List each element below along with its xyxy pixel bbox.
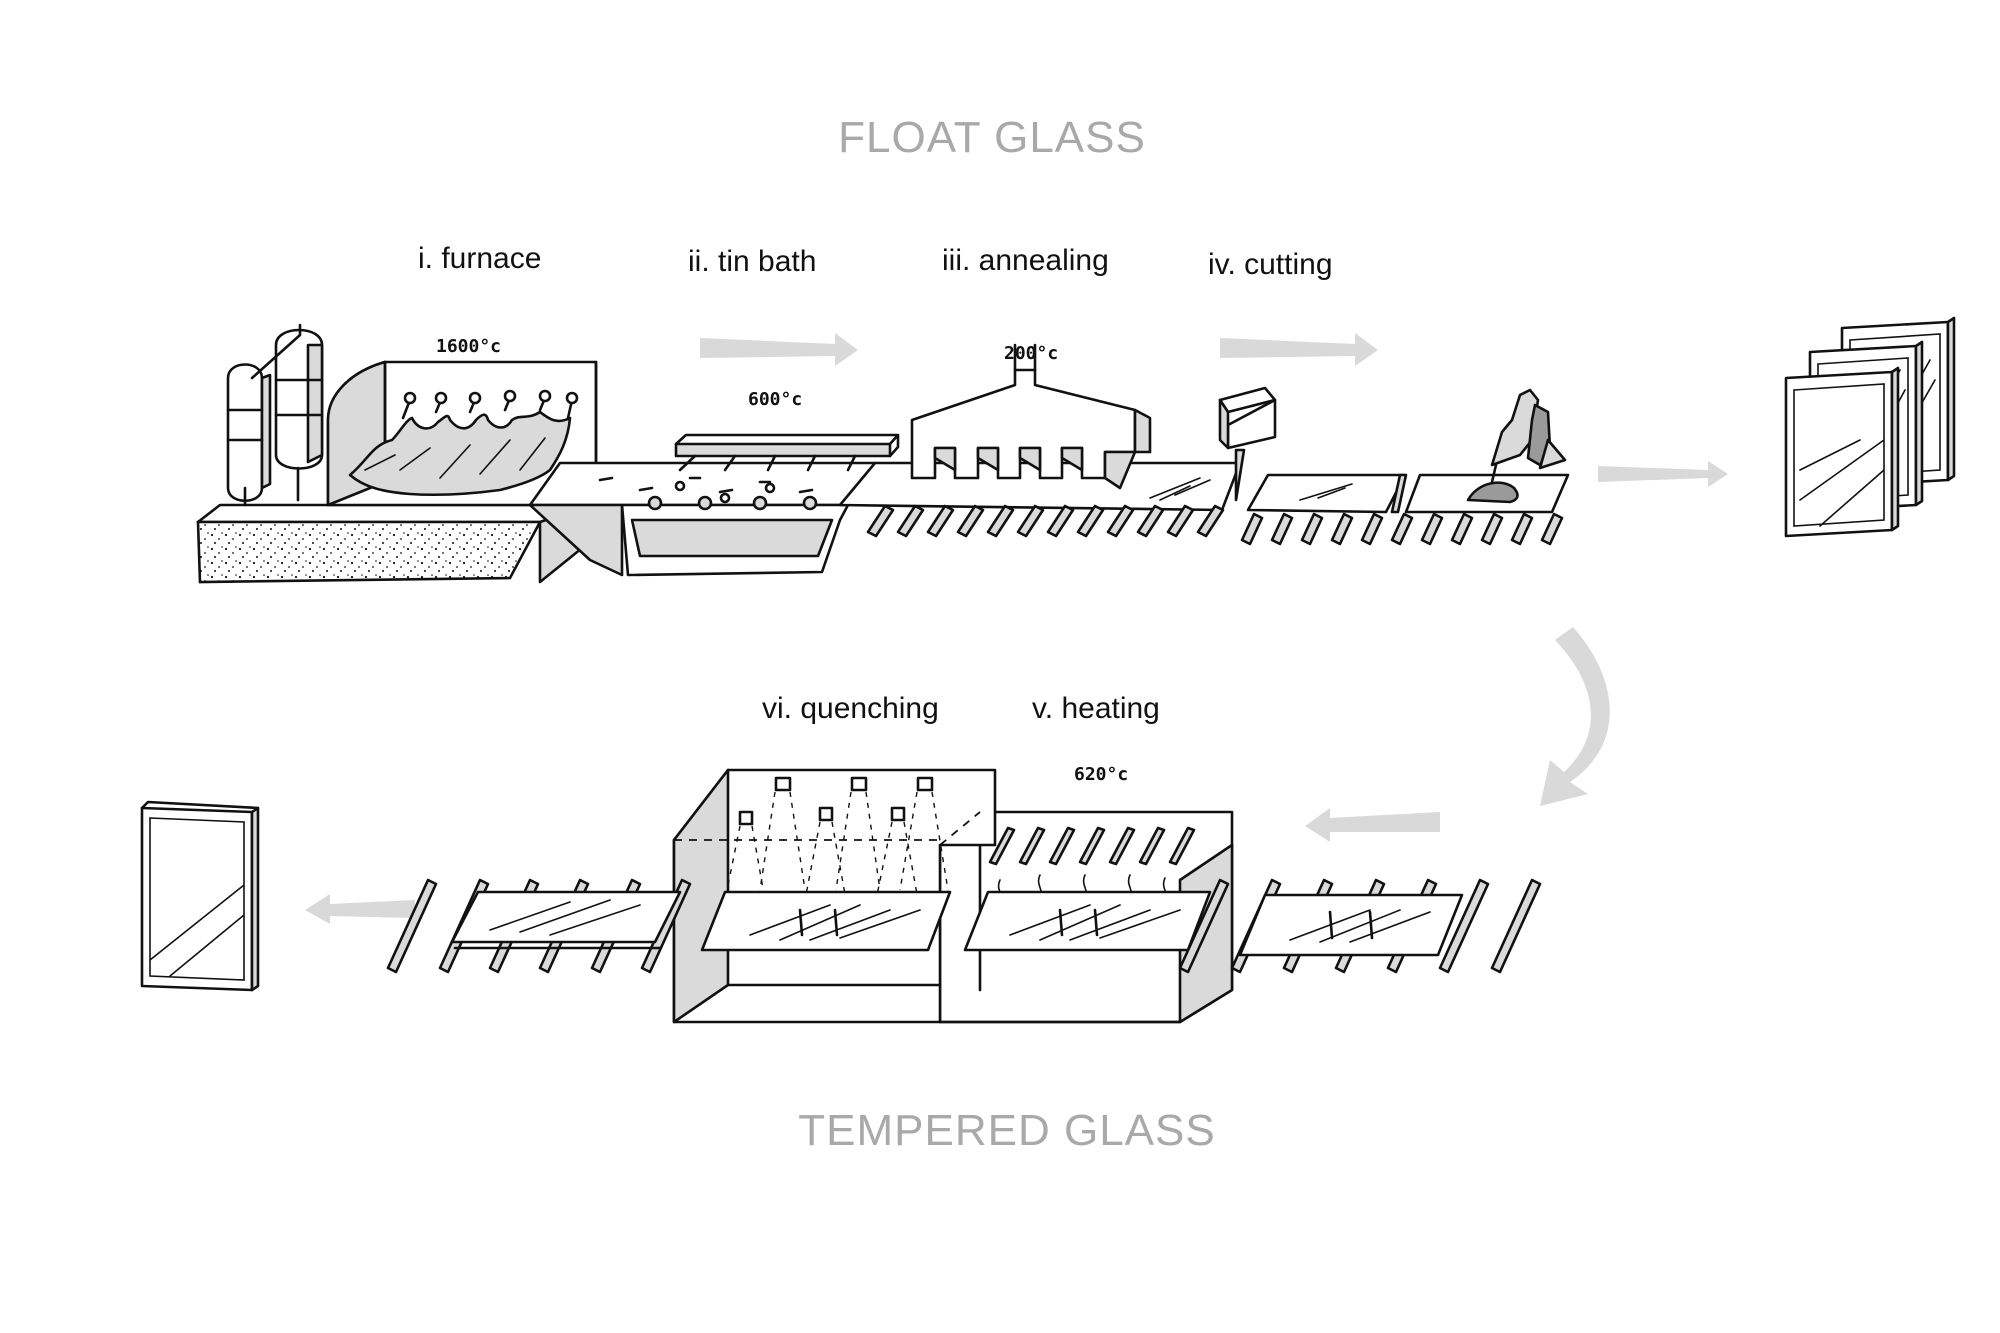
batch-trough-front: [196, 520, 543, 584]
temp-label-furnace: 1600°c: [436, 336, 501, 357]
cut-pane-1: [1246, 473, 1407, 514]
cutting-station: [1218, 386, 1570, 546]
arrow-to-heating-icon: [1305, 808, 1440, 842]
final-pane-frame: [140, 806, 254, 992]
temp-label-annealing: 200°c: [1004, 343, 1058, 364]
stacked-glass-panes: [1784, 316, 1956, 538]
tempered-glass-title: TEMPERED GLASS: [798, 1106, 1215, 1155]
step-label-furnace: i. furnace: [418, 242, 541, 275]
float-glass-title: FLOAT GLASS: [838, 113, 1146, 162]
silo-left-shade: [260, 373, 272, 490]
arrow-to-final-pane-icon: [305, 894, 415, 924]
temp-label-heating: 620°c: [1074, 764, 1128, 785]
tin-bath-liquid: [630, 518, 834, 558]
step-label-heating: v. heating: [1032, 692, 1160, 725]
heating-furnace: [938, 810, 1234, 1024]
tin-bath-side: [528, 503, 624, 577]
furnace-machine: [196, 323, 598, 584]
cooled-pane: [450, 890, 682, 944]
heating-pane: [963, 890, 1212, 952]
tin-bath-roof: [674, 442, 892, 458]
pane-front: [1784, 370, 1894, 538]
furnace-flames: [348, 410, 572, 497]
cutter-blade: [1234, 448, 1246, 502]
arrow-annealing-to-cutting-icon: [1220, 333, 1378, 366]
quench-air-jets: [724, 791, 949, 901]
step-label-quenching: vi. quenching: [762, 692, 939, 725]
arrow-to-stacked-panes-icon: [1598, 461, 1728, 487]
annealing-lehr: [838, 343, 1242, 538]
arrow-curve-down-icon: [1540, 627, 1610, 806]
temp-label-tin-bath: 600°c: [748, 389, 802, 410]
suction-cup-icon: [1466, 481, 1519, 504]
annealing-rollers: [866, 504, 1225, 538]
incoming-pane: [1238, 893, 1464, 957]
final-tempered-pane: [140, 800, 260, 992]
step-label-tin-bath: ii. tin bath: [688, 245, 816, 278]
step-label-cutting: iv. cutting: [1208, 248, 1333, 281]
cutting-rollers: [1240, 512, 1564, 546]
silo-left: [226, 363, 264, 502]
quench-pane: [700, 890, 952, 952]
quench-nozzles: [738, 776, 934, 826]
silo-right-shade: [306, 343, 324, 464]
flow-arrows: [305, 333, 1728, 924]
arrow-furnace-to-annealing-icon: [700, 333, 858, 366]
heating-elements: [988, 826, 1196, 866]
quenching-chamber: [672, 768, 997, 1024]
step-label-annealing: iii. annealing: [942, 244, 1109, 277]
furnace-burners: [401, 389, 579, 420]
tin-bath: [528, 433, 900, 577]
robot-arm-icon: [1490, 388, 1540, 467]
